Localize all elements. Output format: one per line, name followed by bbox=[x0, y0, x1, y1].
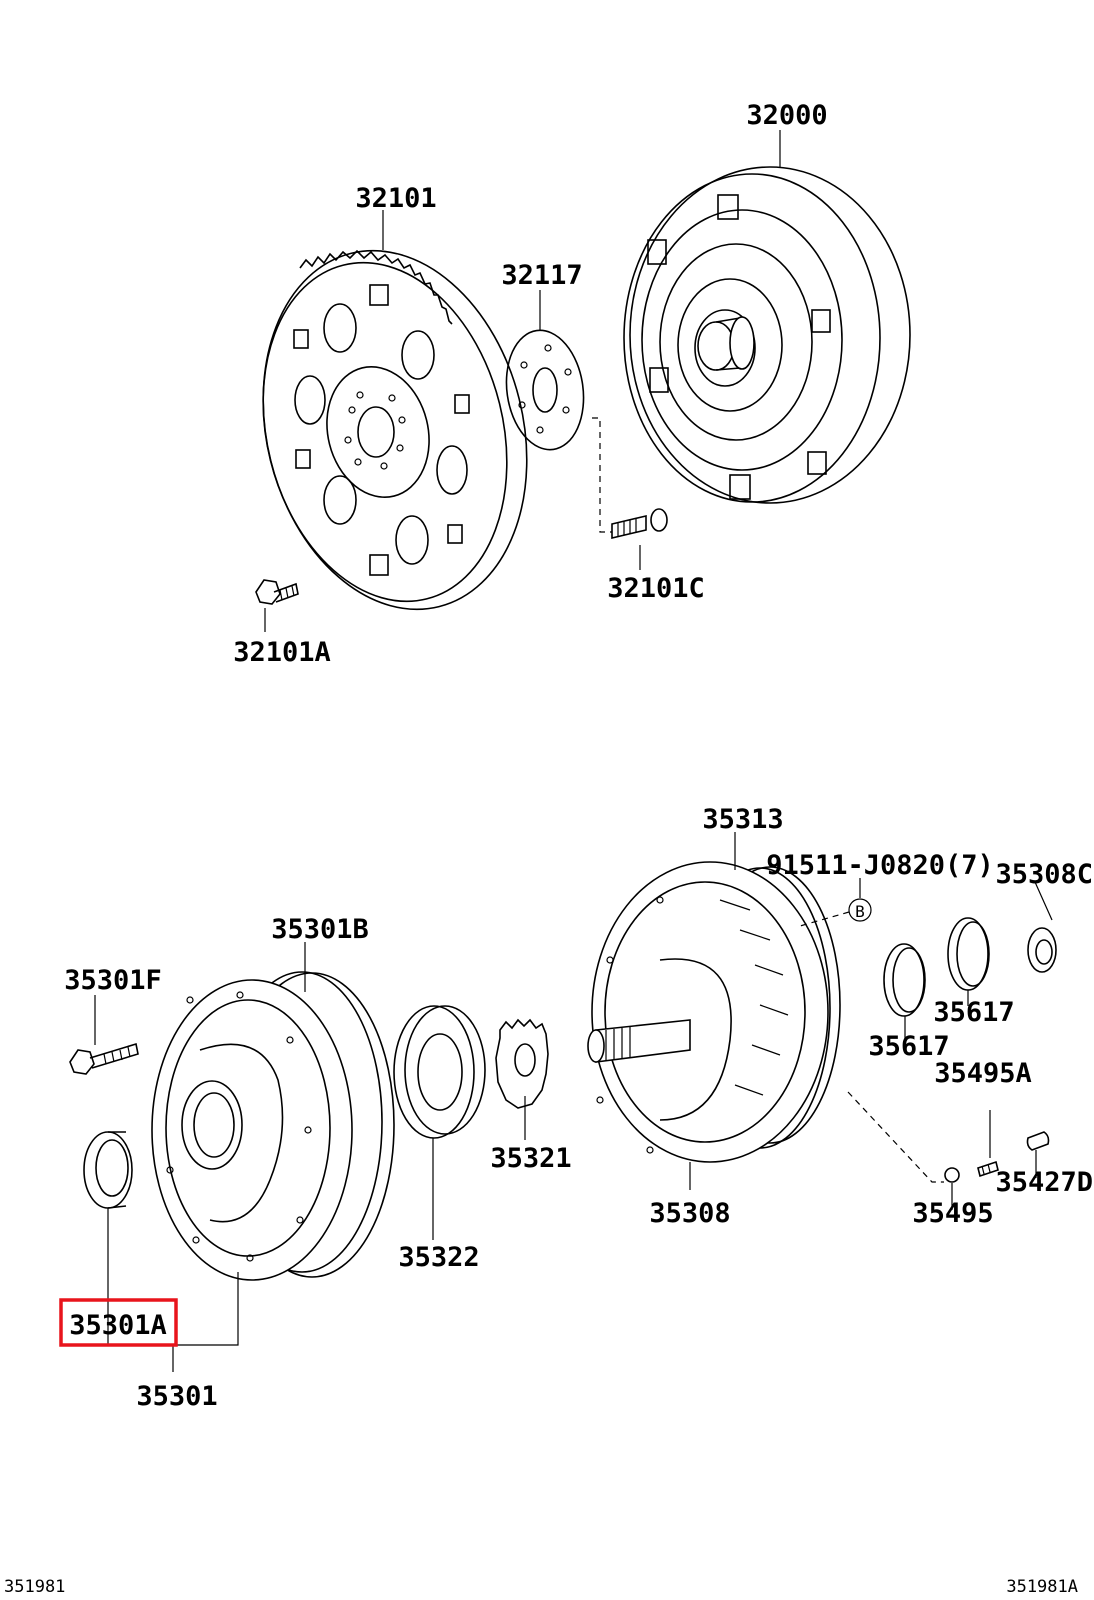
reference-b-circle bbox=[848, 898, 872, 922]
reference-b-label: B bbox=[855, 902, 865, 921]
leader-35308C bbox=[1034, 881, 1053, 921]
oil-seal-35301A-drawing bbox=[83, 1131, 133, 1209]
footer-code-left: 351981 bbox=[4, 1577, 65, 1597]
bushing-35308C-drawing bbox=[1027, 927, 1057, 973]
label-35495A: 35495A bbox=[934, 1058, 1032, 1089]
label-35617-lower: 35617 bbox=[868, 1031, 949, 1062]
leader-32101C-dashed bbox=[592, 417, 612, 533]
driven-gear-35322-drawing bbox=[393, 1005, 486, 1139]
label-35321: 35321 bbox=[490, 1143, 571, 1174]
pump-body-drawing bbox=[151, 971, 395, 1281]
bolt-35301F-drawing bbox=[69, 1042, 139, 1075]
label-32101: 32101 bbox=[355, 183, 436, 214]
label-32101C: 32101C bbox=[607, 573, 705, 604]
label-35301F: 35301F bbox=[64, 965, 162, 996]
label-35301B: 35301B bbox=[271, 914, 369, 945]
label-35617-upper: 35617 bbox=[933, 997, 1014, 1028]
label-32101A: 32101A bbox=[233, 637, 331, 668]
label-35427D: 35427D bbox=[995, 1167, 1093, 1198]
drive-gear-35321-drawing bbox=[495, 1018, 549, 1109]
torque-converter-drawing bbox=[623, 166, 911, 504]
label-35322: 35322 bbox=[398, 1242, 479, 1273]
spacer-plate-drawing bbox=[505, 329, 585, 451]
label-35313: 35313 bbox=[702, 804, 783, 835]
bolt-32101C-drawing bbox=[611, 508, 668, 540]
label-35495: 35495 bbox=[912, 1198, 993, 1229]
label-35301: 35301 bbox=[136, 1381, 217, 1412]
reference-b-dashed-leader bbox=[799, 911, 850, 927]
drive-plate-drawing bbox=[262, 249, 528, 611]
label-32117: 32117 bbox=[501, 260, 582, 291]
label-35308C: 35308C bbox=[995, 859, 1093, 890]
label-35301A[interactable]: 35301A bbox=[69, 1310, 167, 1341]
label-32000: 32000 bbox=[746, 100, 827, 131]
label-91511-J0820: 91511-J0820(7) bbox=[766, 850, 994, 881]
highlight-box-35301A bbox=[59, 1298, 178, 1347]
stator-support-drawing bbox=[587, 861, 841, 1163]
leader-35495-dashed bbox=[847, 1091, 944, 1183]
label-35308: 35308 bbox=[649, 1198, 730, 1229]
small-parts-drawing bbox=[944, 1131, 1050, 1183]
footer-code-right: 351981A bbox=[1006, 1577, 1078, 1597]
bolt-32101A-drawing bbox=[255, 579, 299, 605]
